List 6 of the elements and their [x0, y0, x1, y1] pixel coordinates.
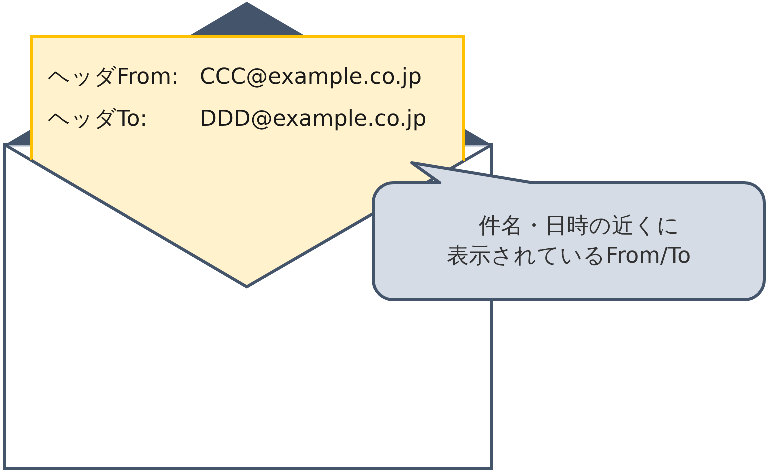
speech-bubble: [372, 161, 766, 302]
field-label: ヘッダTo:: [48, 106, 148, 134]
email-address-text: CCC@example.co.jp: [200, 64, 422, 90]
callout-text: 件名・日時の近くに表示されているFrom/To: [446, 212, 692, 270]
field-label: ヘッダFrom:: [48, 64, 179, 92]
email-address-text: DDD@example.co.jp: [200, 106, 427, 132]
